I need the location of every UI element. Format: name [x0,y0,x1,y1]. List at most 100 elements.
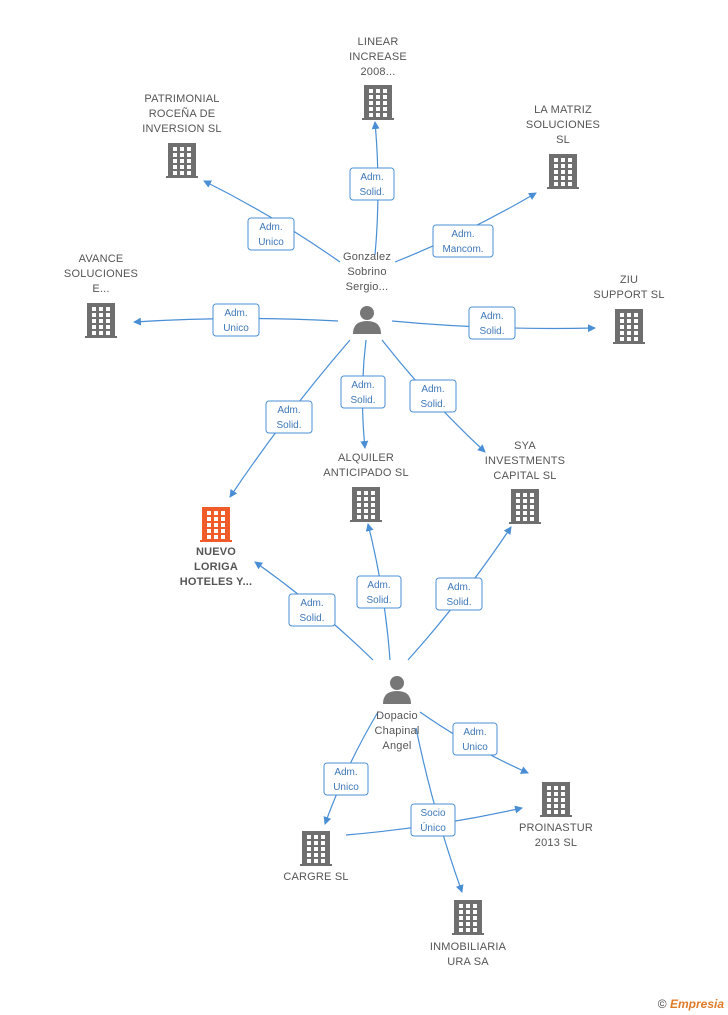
building-window [221,535,225,539]
building-window [180,171,184,175]
building-window [92,331,96,335]
node-cargre[interactable]: CARGRE SL [283,831,348,883]
edge-label-dopacio-to-proinastur: Adm.Unico [452,722,498,756]
building-window [214,511,218,515]
building-window [207,517,211,521]
building-window [214,529,218,533]
building-window [634,313,638,317]
building-icon[interactable] [547,154,579,189]
edge-label-text: Solid. [366,595,391,606]
edge-label-gonzalez-to-sya: Adm.Solid. [409,379,457,413]
building-window [314,859,318,863]
building-window [99,313,103,317]
node-label: INVERSION SL [142,123,221,135]
node-linear[interactable]: LINEARINCREASE2008... [349,36,407,120]
node-label: INVESTMENTS [485,455,565,467]
building-window [516,511,520,515]
building-window [547,804,551,808]
building-window [187,159,191,163]
building-window [106,319,110,323]
building-icon[interactable] [362,85,394,120]
person-icon[interactable] [353,306,381,334]
edge-label-text: Solid. [359,187,384,198]
node-label: ROCEÑA DE [149,107,216,120]
building-window [473,916,477,920]
building-icon[interactable] [300,831,332,866]
edge-label-dopacio-to-nuevo: Adm. Solid. [288,593,336,627]
building-window [561,804,565,808]
node-avance[interactable]: AVANCESOLUCIONESE... [64,253,138,338]
edge-label-text: Solid. [299,613,324,624]
person-head [390,676,404,690]
node-label: SOLUCIONES [64,268,138,280]
edge-label-text: Adm. [480,311,503,322]
building-window [466,922,470,926]
building-icon[interactable] [613,309,645,344]
building-icon[interactable] [540,782,572,817]
building-icon[interactable] [452,900,484,935]
building-window [214,523,218,527]
node-label: SOLUCIONES [526,119,600,131]
building-window [620,325,624,329]
node-label: CARGRE SL [283,871,348,883]
building-window [99,325,103,329]
node-label: CAPITAL SL [493,470,556,482]
node-label: ZIU [620,274,638,286]
building-base [540,815,572,817]
building-window [369,101,373,105]
building-window [173,147,177,151]
node-label: NUEVO [196,546,236,558]
node-label: ALQUILER [338,452,394,464]
node-ziu[interactable]: ZIU SUPPORT SL [593,274,664,344]
building-window [383,89,387,93]
node-label: PATRIMONIAL [144,93,219,105]
building-icon[interactable] [200,507,232,542]
edge-label-text: Adm. [334,767,357,778]
building-window [547,798,551,802]
building-window [321,841,325,845]
edge-label-box [468,306,516,340]
building-window [207,511,211,515]
edge-label-box [340,375,386,409]
building-window [561,158,565,162]
building-window [357,509,361,513]
building-icon[interactable] [85,303,117,338]
building-icon[interactable] [166,143,198,178]
node-label: PROINASTUR [519,822,593,834]
edge-label-text: Unico [333,782,359,793]
building-window [523,505,527,509]
node-label: SUPPORT SL [593,289,664,301]
building-icon[interactable] [350,487,382,522]
building-window [314,835,318,839]
node-label: INMOBILIARIA [430,941,507,953]
building-window [459,916,463,920]
building-window [568,176,572,180]
node-patrimonial[interactable]: PATRIMONIAL ROCEÑA DE INVERSION SL [142,93,222,178]
building-window [627,331,631,335]
building-base [350,520,382,522]
edge-label-text: Adm. [351,380,374,391]
building-window [554,158,558,162]
building-window [523,493,527,497]
node-gonzalez[interactable]: GonzalezSobrinoSergio... [343,251,391,334]
building-window [459,922,463,926]
building-base [166,176,198,178]
building-icon[interactable] [509,489,541,524]
building-base [452,933,484,935]
building-window [523,511,527,515]
building-window [547,810,551,814]
edge-label-text: Solid. [350,395,375,406]
edge-label-text: Adm. [300,598,323,609]
person-icon[interactable] [383,676,411,704]
node-label: LORIGA [194,561,238,573]
building-window [364,509,368,513]
building-window [473,928,477,932]
